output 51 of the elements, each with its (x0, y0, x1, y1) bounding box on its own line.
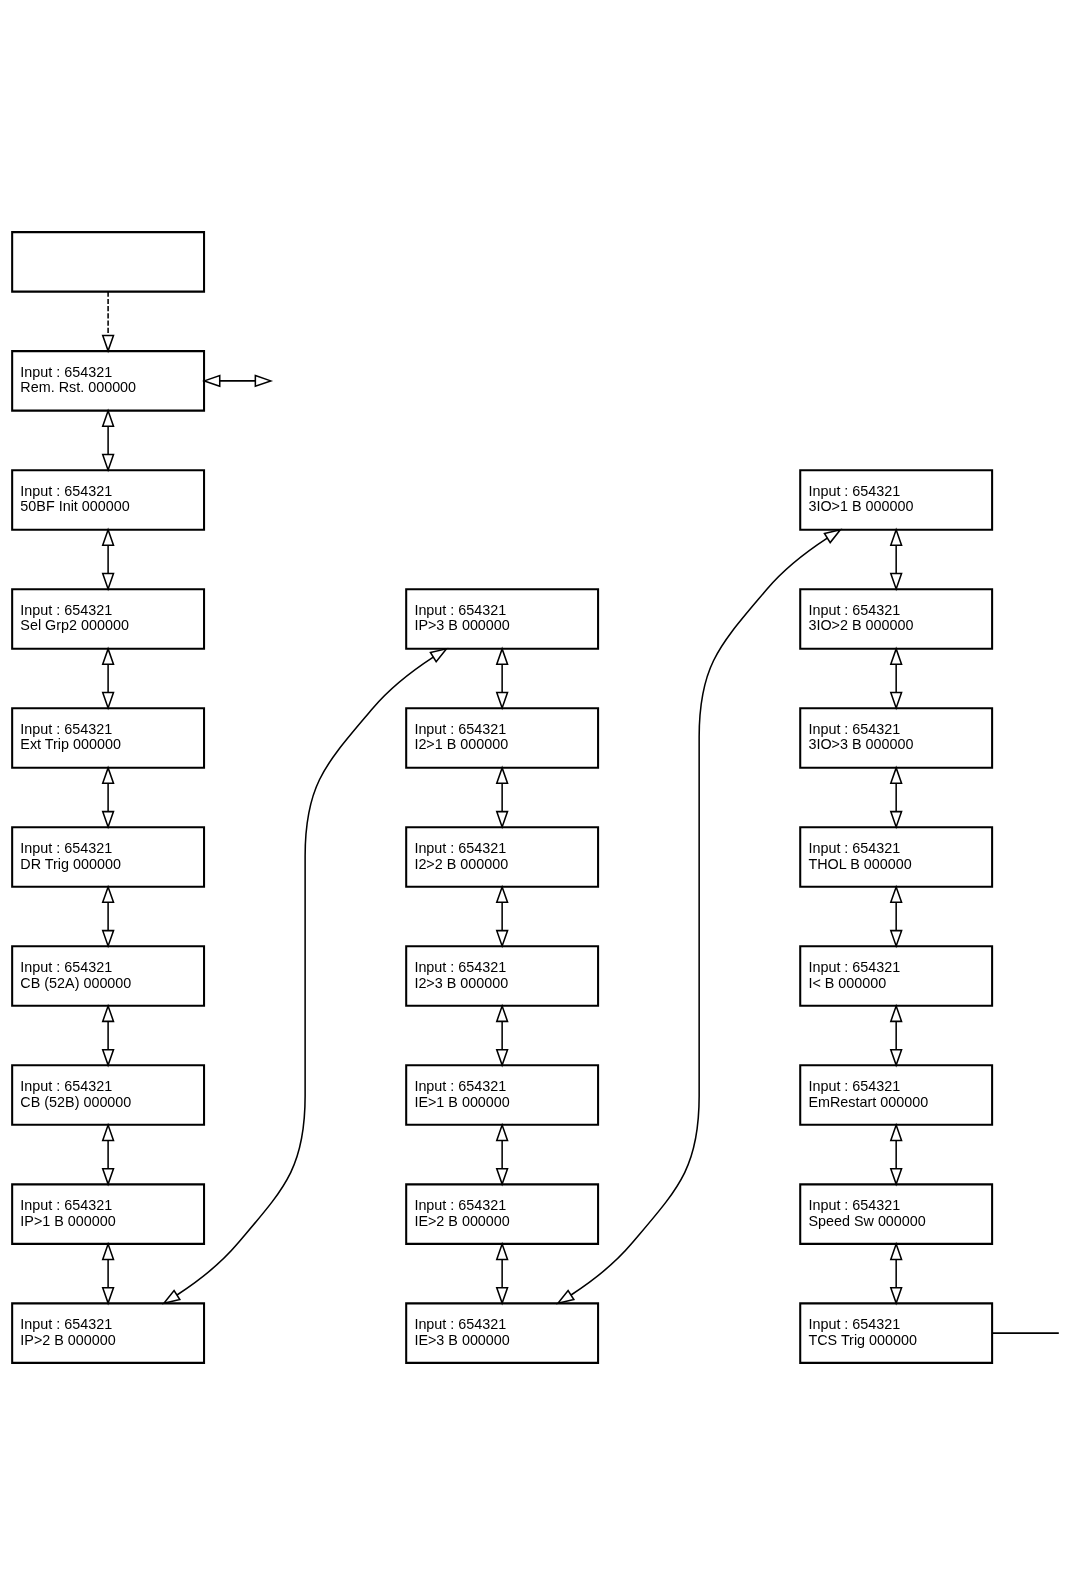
arrow (495, 646, 509, 711)
node-box: Input : 654321 CB (52B) 000000 (11, 1064, 206, 1126)
node-box: Input : 654321 IE>3 B 000000 (405, 1302, 600, 1364)
arrow (889, 1241, 903, 1306)
node-box: Input : 654321 I2>1 B 000000 (405, 707, 600, 769)
arrow (101, 1122, 115, 1187)
arrow (202, 374, 274, 388)
connector (991, 1332, 1060, 1334)
arrow (889, 646, 903, 711)
arrow (161, 647, 449, 1305)
node-box: Input : 654321 3IO>3 B 000000 (799, 707, 994, 769)
node-box: Input : 654321 3IO>2 B 000000 (799, 588, 994, 650)
node-box: Input : 654321 TCS Trig 000000 (799, 1302, 994, 1364)
node-box: Input : 654321 I2>2 B 000000 (405, 826, 600, 888)
node-box: Input : 654321 CB (52A) 000000 (11, 945, 206, 1007)
arrow (101, 884, 115, 949)
node-box: Input : 654321 IP>3 B 000000 (405, 588, 600, 650)
node-box: Input : 654321 IP>1 B 000000 (11, 1183, 206, 1245)
node-box: Input : 654321 Ext Trip 000000 (11, 707, 206, 769)
node-box: Input : 654321 IP>2 B 000000 (11, 1302, 206, 1364)
node-box: Input : 654321 EmRestart 000000 (799, 1064, 994, 1126)
arrow (889, 1122, 903, 1187)
node-box: Input : 654321 Rem. Rst. 000000 (11, 350, 206, 412)
arrow (101, 1003, 115, 1068)
node-box: Input : 654321 Speed Sw 000000 (799, 1183, 994, 1245)
node-box: Input : 654321 50BF Init 000000 (11, 469, 206, 531)
node-box: Input : 654321 IE>1 B 000000 (405, 1064, 600, 1126)
arrow (555, 528, 843, 1305)
node-box (11, 231, 206, 293)
arrow (101, 646, 115, 711)
arrow (495, 1122, 509, 1187)
node-box: Input : 654321 I2>3 B 000000 (405, 945, 600, 1007)
node-box: Input : 654321 I< B 000000 (799, 945, 994, 1007)
node-box: Input : 654321 THOL B 000000 (799, 826, 994, 888)
arrow (889, 1003, 903, 1068)
arrow (101, 527, 115, 592)
arrow (101, 291, 115, 354)
arrow (495, 1003, 509, 1068)
arrow (495, 765, 509, 830)
arrow (101, 408, 115, 473)
arrow (101, 765, 115, 830)
node-box: Input : 654321 DR Trig 000000 (11, 826, 206, 888)
node-box: Input : 654321 IE>2 B 000000 (405, 1183, 600, 1245)
arrow (889, 884, 903, 949)
arrow (495, 884, 509, 949)
arrow (889, 527, 903, 592)
arrow (495, 1241, 509, 1306)
arrow (101, 1241, 115, 1306)
node-box: Input : 654321 3IO>1 B 000000 (799, 469, 994, 531)
node-box: Input : 654321 Sel Grp2 000000 (11, 588, 206, 650)
arrow (889, 765, 903, 830)
